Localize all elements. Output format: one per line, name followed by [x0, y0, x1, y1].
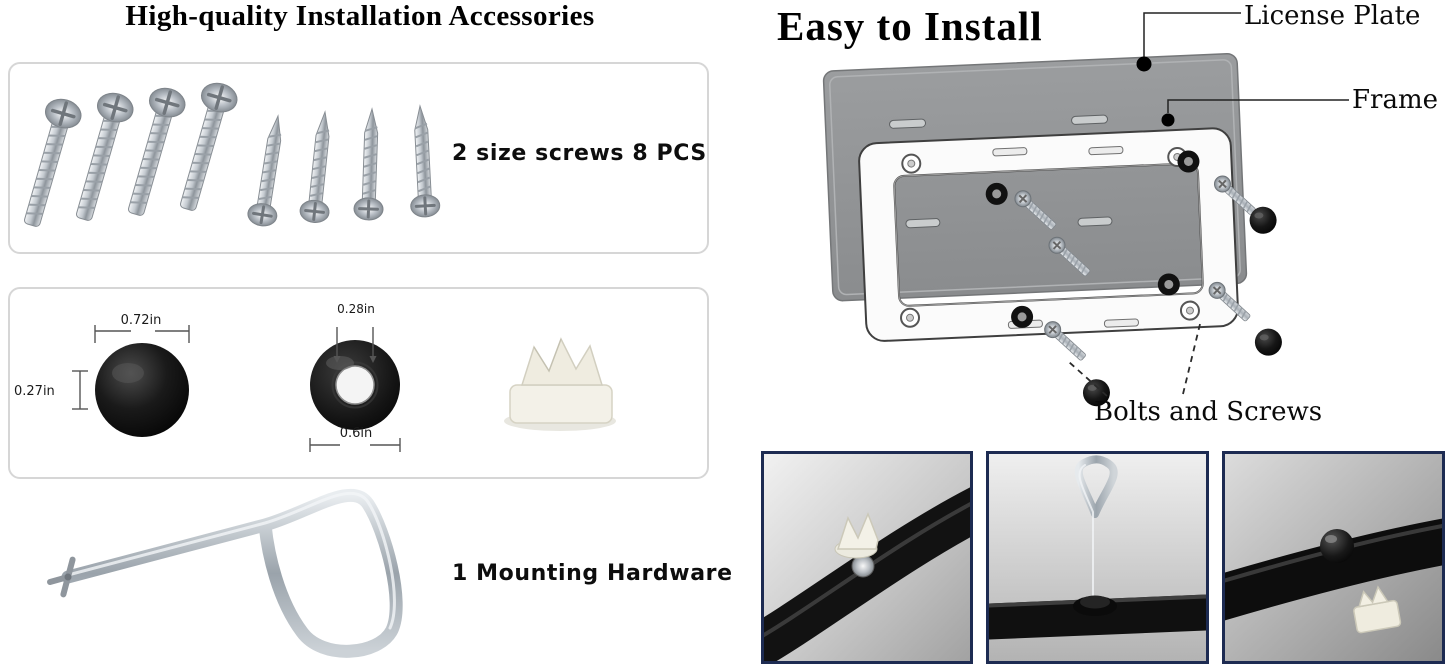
- grommet-hole-dimension: [333, 327, 377, 363]
- mounting-tool-icon: [1074, 455, 1118, 606]
- screw-cap-icon: [1320, 529, 1354, 563]
- bolts-screws-callout: Bolts and Screws: [1094, 397, 1323, 427]
- plastic-nut-icon: [836, 511, 879, 550]
- callout-lines: [1068, 12, 1349, 397]
- plastic-clip-icon: [1353, 585, 1402, 634]
- photo-clip-graphic: [764, 454, 970, 661]
- frame-callout: Frame: [1352, 85, 1439, 115]
- cap-height-dimension: [72, 370, 88, 410]
- frame-edge-graphic: [1225, 518, 1442, 621]
- install-photo-clip: [761, 451, 973, 664]
- screws-count-label: 2 size screws 8 PCS: [452, 141, 707, 166]
- grommet-hole-label: 0.28in: [337, 302, 375, 316]
- grommet-width-label: 0.6in: [339, 426, 373, 441]
- install-photo-cap: [1222, 451, 1445, 664]
- cap-height-label: 0.27in: [14, 384, 55, 399]
- plastic-clip-icon: [504, 337, 616, 431]
- mounting-tool-image: [47, 488, 403, 658]
- fasteners-box: [8, 287, 709, 479]
- machine-screws-icon: [12, 77, 243, 232]
- grommet-icon: [310, 340, 400, 430]
- left-panel-title: High-quality Installation Accessories: [125, 0, 595, 32]
- license-plate-callout: License Plate: [1244, 1, 1421, 31]
- cap-width-dimension: [94, 325, 190, 343]
- tool-count-label: 1 Mounting Hardware: [452, 561, 733, 586]
- install-exploded-diagram: [822, 12, 1349, 407]
- cap-width-label: 0.72in: [120, 313, 162, 328]
- photo-tool-graphic: [989, 454, 1206, 661]
- tapping-screws-icon: [244, 103, 442, 230]
- screw-cap-icon: [95, 343, 189, 437]
- grommet-width-dimension: [309, 438, 401, 452]
- frame-edge-graphic: [764, 487, 970, 661]
- tool-wire: [61, 488, 403, 658]
- screws-box: [8, 62, 709, 254]
- right-panel-title: Easy to Install: [777, 3, 1043, 49]
- photo-cap-graphic: [1225, 454, 1442, 661]
- install-photo-tool: [986, 451, 1209, 664]
- fasteners-illustration: [72, 325, 616, 452]
- license-plate-graphic: [822, 52, 1248, 302]
- frame-edge-graphic: [989, 594, 1206, 640]
